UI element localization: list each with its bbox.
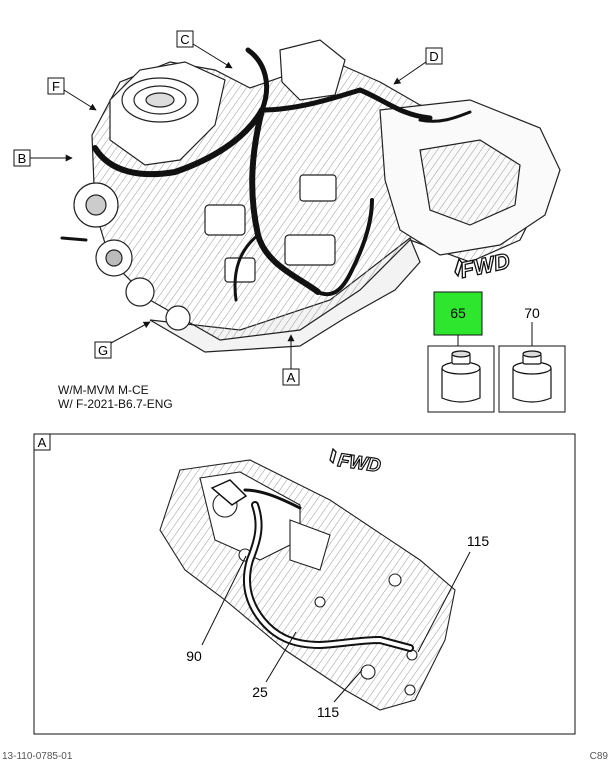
fwd-label: FWD bbox=[458, 248, 512, 283]
fwd-indicator: FWD bbox=[454, 247, 513, 284]
callout-D: D bbox=[393, 47, 443, 85]
callout-115-bottom-label: 115 bbox=[317, 704, 340, 720]
applicability-note: W/M-MVM M-CE W/ F-2021-B6.7-ENG bbox=[58, 383, 173, 411]
callout-A-label: A bbox=[287, 370, 296, 385]
callout-G: G bbox=[94, 321, 151, 359]
callout-D-label: D bbox=[429, 49, 438, 64]
callout-25-label: 25 bbox=[252, 684, 268, 700]
callout-B-label: B bbox=[18, 151, 27, 166]
callout-90: 90 bbox=[186, 555, 247, 664]
callout-F: F bbox=[47, 77, 97, 111]
part-70-number: 70 bbox=[524, 305, 540, 321]
page-code: C89 bbox=[589, 751, 608, 762]
part-65[interactable]: 65 bbox=[427, 291, 495, 413]
callout-115-bottom: 115 bbox=[317, 669, 363, 720]
callout-B: B bbox=[13, 149, 73, 167]
transmission-illustration bbox=[159, 459, 456, 711]
callout-90-label: 90 bbox=[186, 648, 202, 664]
note-line-1: W/M-MVM M-CE bbox=[58, 383, 149, 397]
callout-25: 25 bbox=[252, 631, 297, 700]
engine-illustration bbox=[73, 39, 561, 353]
callout-C-label: C bbox=[180, 32, 189, 47]
callout-G-label: G bbox=[98, 343, 108, 358]
wire-harness-illustration bbox=[60, 47, 472, 302]
part-70[interactable]: 70 bbox=[498, 305, 566, 413]
callout-C: C bbox=[176, 30, 233, 69]
container-icon bbox=[441, 350, 481, 403]
container-icon bbox=[512, 350, 552, 403]
callout-A: A bbox=[282, 334, 300, 386]
detail-label: A bbox=[38, 435, 47, 450]
callout-F-label: F bbox=[52, 79, 60, 94]
detail-panel: A FWD 115 bbox=[33, 433, 576, 735]
callout-115-top: 115 bbox=[417, 533, 490, 653]
part-65-number: 65 bbox=[450, 305, 466, 321]
note-line-2: W/ F-2021-B6.7-ENG bbox=[58, 397, 173, 411]
callout-115-top-label: 115 bbox=[467, 533, 490, 549]
drawing-number: 13-110-0785-01 bbox=[2, 751, 73, 762]
wire-harness-illustration bbox=[210, 479, 414, 652]
